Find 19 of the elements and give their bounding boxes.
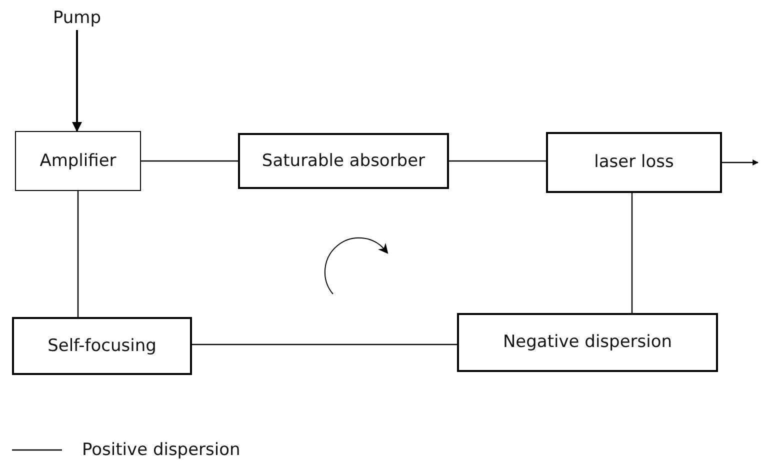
arrow: [722, 160, 759, 166]
box-label: Saturable absorber: [262, 150, 426, 172]
connector-line: [192, 344, 457, 346]
box-label: Amplifier: [40, 150, 116, 172]
process-box: [238, 133, 449, 189]
legend-label: Positive dispersion: [82, 440, 240, 460]
input-label: Pump: [52, 8, 102, 28]
process-box: [546, 132, 722, 193]
box-label: Negative dispersion: [502, 332, 672, 353]
box-label: laser loss: [594, 152, 674, 173]
connector-line: [631, 193, 633, 313]
connector-line: [141, 160, 238, 162]
connector-line: [77, 191, 79, 317]
box-label: Self-focusing: [48, 336, 156, 356]
connector-line: [449, 160, 546, 162]
process-box: [457, 313, 718, 372]
arrow: [72, 30, 82, 132]
process-box: [12, 317, 192, 375]
process-box: [15, 131, 141, 191]
